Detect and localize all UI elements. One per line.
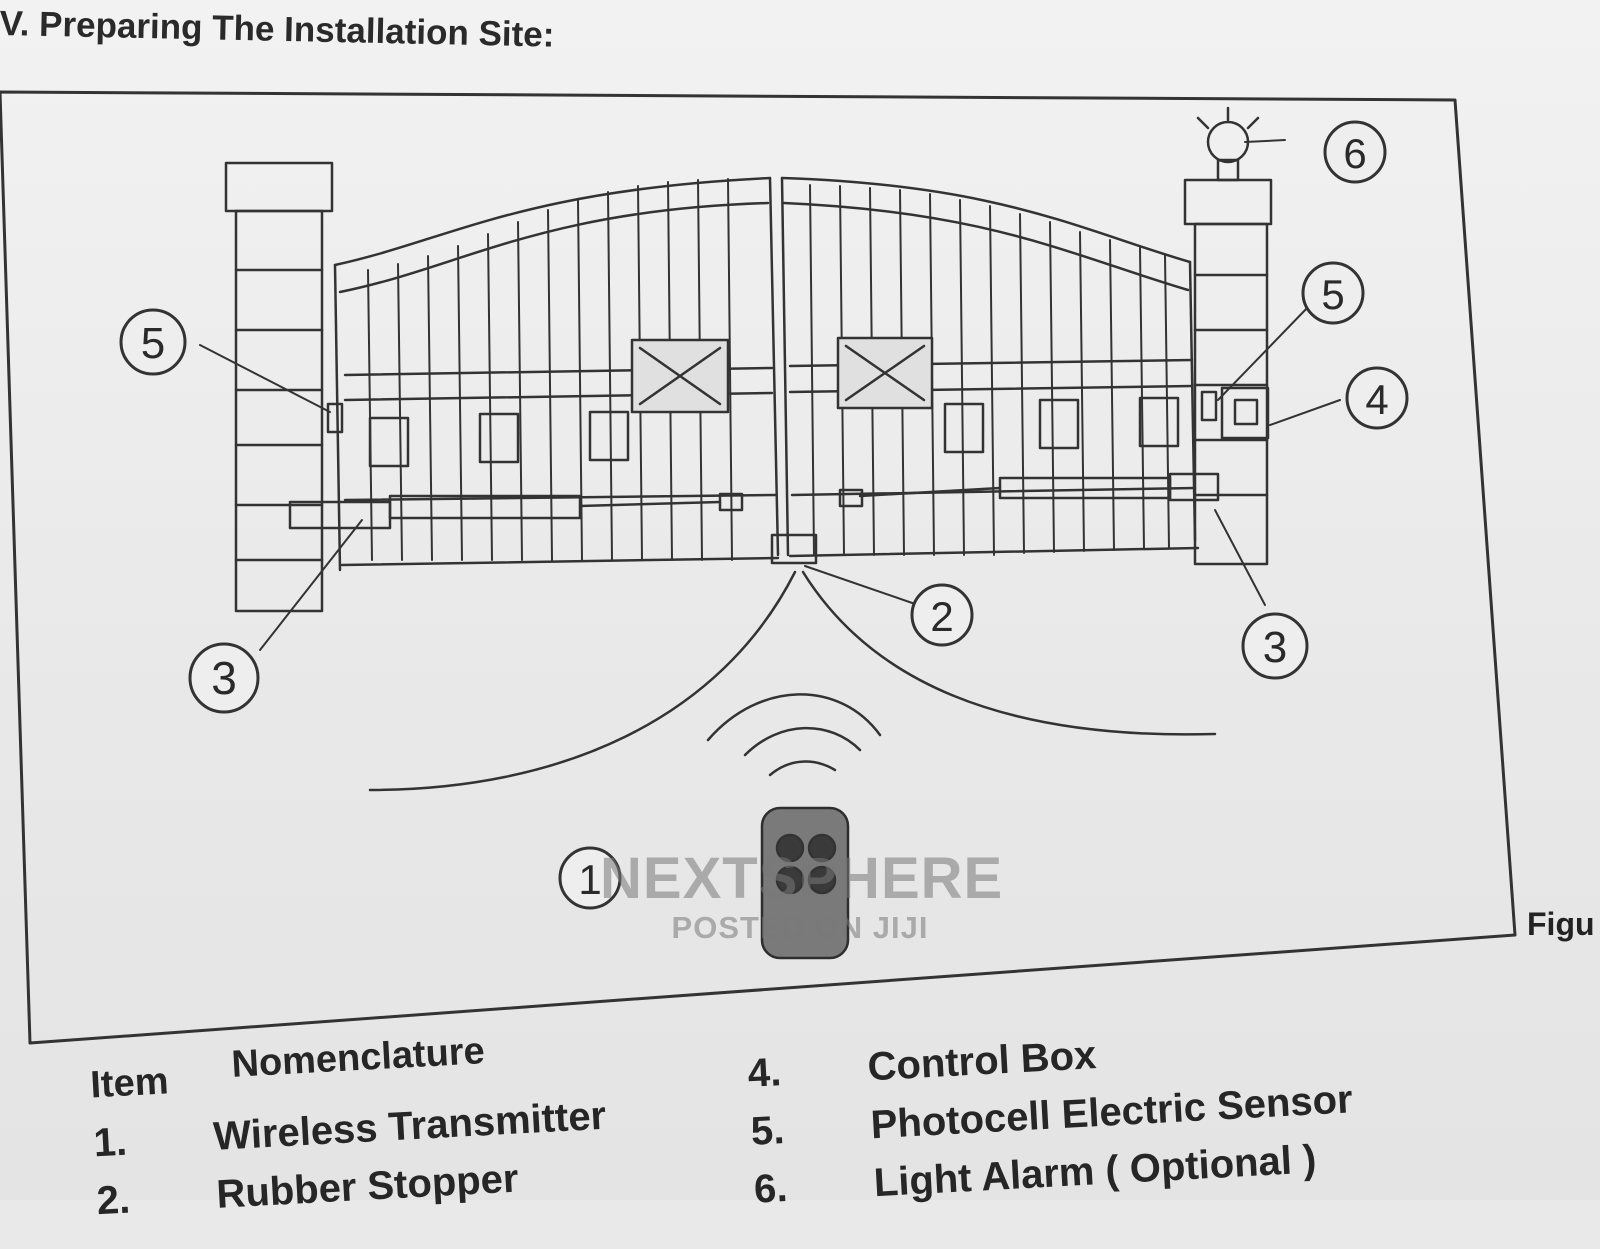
manual-page: V. Preparing The Installation Site: [0,0,1600,1223]
watermark-brand: NEXTSPHERE [600,846,1004,911]
callout-circle-3-left [188,642,260,714]
legend-name: Wireless Transmitter [212,1093,608,1159]
callout-4: 4 [1365,376,1388,423]
legend-name: Rubber Stopper [215,1156,520,1217]
legend-number: 4. [746,1050,783,1096]
callout-circle-5-left [119,308,187,376]
callout-circle-3-right [1241,612,1309,680]
right-swing-arc [801,570,1217,736]
callout-5-right: 5 [1321,271,1344,318]
right-gate-leaf [780,176,1200,558]
callout-1: 1 [578,856,601,903]
left-actuator-arm [288,492,744,530]
left-photocell-shape [326,402,344,434]
legend-number: 1. [92,1119,129,1166]
left-gate-leaf [333,176,780,572]
rubber-stopper-shape [770,533,818,565]
wireless-transmitter-icon [760,806,850,960]
left-swing-arc [368,570,797,792]
right-actuator-arm [838,472,1220,508]
watermark: NEXTSPHERE POSTED ON JIJI [600,846,1004,946]
legend-row-2: 2. Rubber Stopper [96,1157,520,1225]
figure-label: Figu [1527,906,1595,942]
legend-item-header: Item [89,1060,170,1107]
callout-6: 6 [1343,130,1366,177]
legend-row-4: 4. Control Box [747,1033,1098,1097]
legend-number: 5. [749,1108,786,1154]
left-pillar [224,161,334,613]
callout-2: 2 [930,593,953,640]
legend-nomenclature-header: Nomenclature [230,1030,486,1086]
legend-number: 2. [95,1177,132,1224]
right-pillar [1183,178,1273,566]
legend-name: Photocell Electric Sensor [869,1077,1354,1148]
callout-3-right: 3 [1263,623,1287,672]
legend-name: Control Box [866,1033,1098,1090]
right-photocell-shape [1200,390,1218,422]
legend-number: 6. [752,1165,789,1212]
figure-border [0,90,1517,1045]
callout-circle-6 [1323,120,1387,184]
callout-circle-2 [910,583,974,647]
gate-installation-diagram: 5 6 5 4 2 3 3 1 [0,90,1517,1045]
callout-circle-5-right [1301,261,1365,325]
signal-waves-icon [706,693,882,777]
legend-row-1: 1. Wireless Transmitter [92,1094,607,1167]
callout-circle-4 [1345,366,1409,430]
light-alarm-icon [1196,106,1260,182]
watermark-posted: POSTED ON JIJI [671,910,929,945]
callout-3-left: 3 [211,652,237,704]
callout-5-left: 5 [141,319,165,368]
control-box-shape [1220,386,1270,440]
callout-circle-1 [558,846,622,910]
